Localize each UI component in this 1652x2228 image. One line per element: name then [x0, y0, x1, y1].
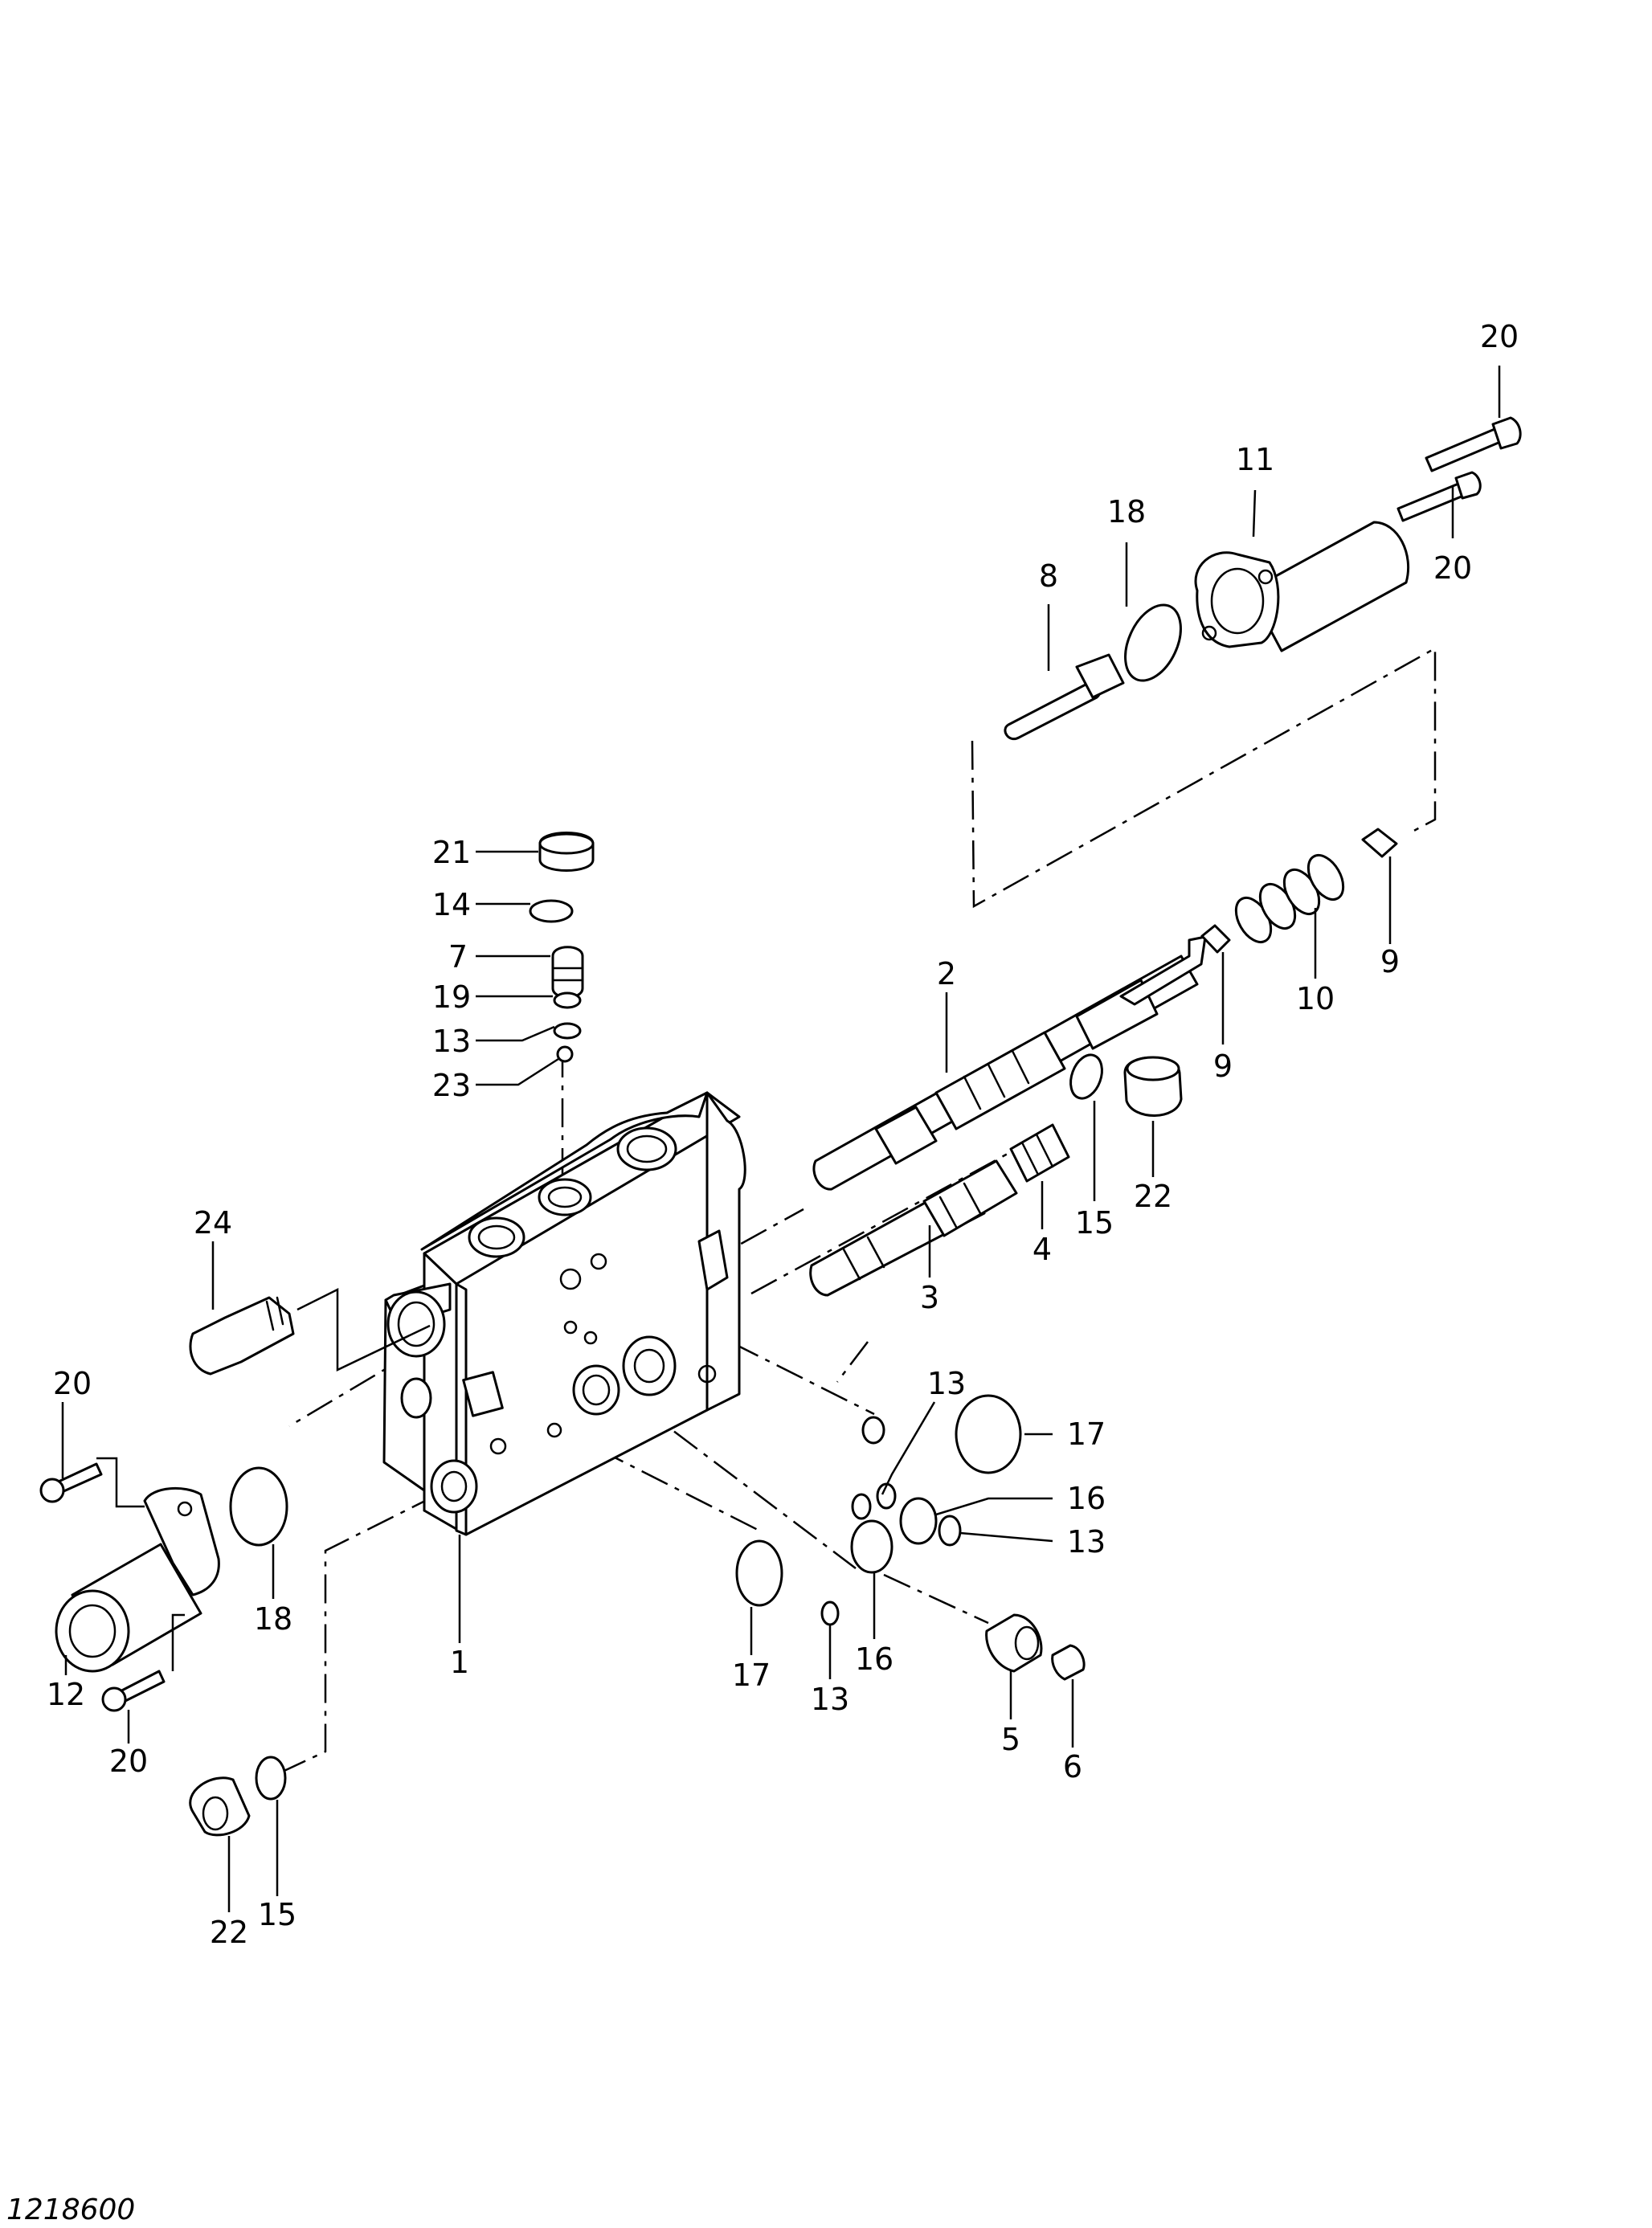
callout-labels: 20 11 18 20 8 21 14 7 19 13 23 2 9 9 10 …: [47, 319, 1519, 1950]
callout-9: 9: [1213, 1049, 1233, 1084]
spring-seat-left: [1200, 924, 1231, 954]
callout-18: 18: [254, 1601, 292, 1637]
callout-16: 16: [855, 1641, 893, 1677]
callout-20: 20: [109, 1744, 148, 1779]
cover-lower: [55, 1486, 220, 1673]
callout-12: 12: [47, 1677, 85, 1712]
callout-1: 1: [450, 1645, 469, 1680]
callout-13: 13: [432, 1024, 471, 1059]
callout-22: 22: [210, 1915, 248, 1950]
callout-20: 20: [53, 1366, 92, 1401]
spring-seat-right: [1361, 828, 1398, 858]
callout-6: 6: [1063, 1749, 1082, 1784]
callout-13: 13: [811, 1682, 849, 1717]
spring-plug: [1009, 1123, 1070, 1183]
callout-20: 20: [1433, 550, 1472, 586]
callout-15: 15: [1075, 1205, 1114, 1241]
threaded-spool: [809, 1159, 1018, 1297]
return-spring: [1234, 854, 1345, 943]
drawing-code: 1218600: [6, 2193, 135, 2226]
callout-24: 24: [194, 1205, 232, 1241]
check-valve: [551, 946, 584, 999]
callout-23: 23: [432, 1068, 471, 1103]
callout-16: 16: [1067, 1481, 1106, 1516]
callout-20: 20: [1480, 319, 1519, 354]
callout-2: 2: [937, 956, 956, 991]
cover-upper: [1194, 521, 1410, 652]
plug-and-spring: [985, 1613, 1086, 1681]
spool: [812, 935, 1207, 1191]
callout-19: 19: [432, 979, 471, 1015]
callout-21: 21: [432, 835, 471, 870]
callout-11: 11: [1236, 442, 1274, 477]
callout-5: 5: [1001, 1722, 1020, 1757]
stopper-pin: [1004, 653, 1125, 741]
callout-4: 4: [1032, 1232, 1052, 1267]
callout-18: 18: [1107, 494, 1146, 529]
callout-14: 14: [432, 887, 471, 922]
callout-8: 8: [1039, 558, 1058, 594]
bolts: [39, 416, 1522, 1712]
callout-15: 15: [258, 1897, 296, 1932]
callout-3: 3: [920, 1280, 939, 1315]
callout-17: 17: [732, 1658, 771, 1693]
callout-13: 13: [1067, 1524, 1106, 1560]
callout-22: 22: [1134, 1179, 1172, 1214]
leader-lines: [61, 366, 1501, 1912]
callout-17: 17: [1067, 1417, 1106, 1452]
assembly-lines: [264, 646, 1437, 1781]
valve-housing: [382, 1091, 746, 1536]
callout-7: 7: [448, 939, 468, 975]
plugs: [189, 832, 1183, 1837]
callout-13: 13: [927, 1366, 966, 1401]
callout-9: 9: [1380, 944, 1400, 979]
o-rings: [229, 603, 1182, 1801]
callout-10: 10: [1296, 981, 1335, 1016]
